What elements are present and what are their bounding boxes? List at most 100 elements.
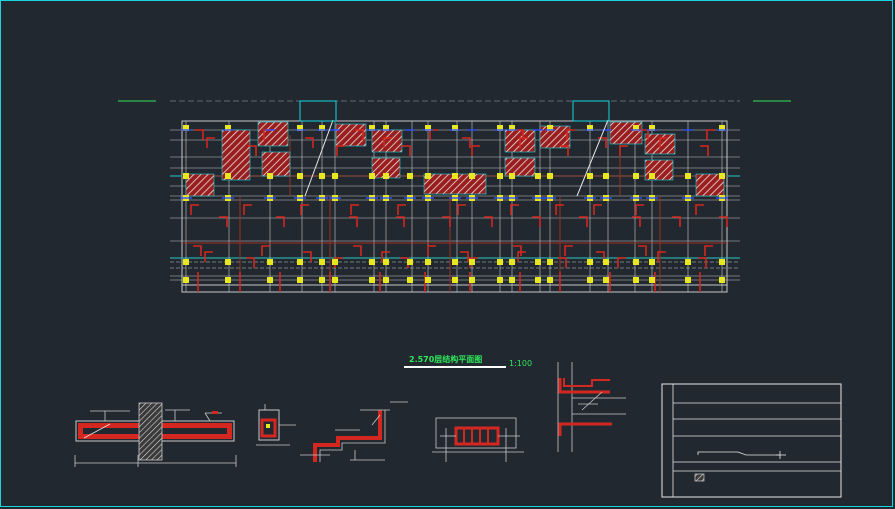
column [497, 259, 503, 265]
column [369, 277, 375, 283]
rebar-bracket [204, 251, 213, 262]
column [425, 173, 431, 179]
column [425, 277, 431, 283]
rebar-bracket [442, 216, 451, 227]
rebar-bracket [243, 204, 252, 215]
column [383, 259, 389, 265]
rebar-bracket [593, 204, 602, 215]
column [383, 125, 389, 131]
hatched-slab [371, 129, 403, 153]
column [547, 277, 553, 283]
column [225, 259, 231, 265]
rebar-bracket [579, 216, 588, 227]
column [719, 277, 725, 283]
rebar-bracket [619, 145, 628, 156]
column [633, 125, 639, 131]
column [509, 277, 515, 283]
hatched-slab [257, 121, 289, 147]
rebar-bracket [355, 129, 364, 140]
rebar-bracket [460, 251, 469, 262]
column [183, 277, 189, 283]
legend-rebar-symbol [697, 451, 780, 456]
rebar-bracket [397, 204, 406, 215]
hatched-slab [539, 125, 571, 149]
rebar-bracket [515, 129, 524, 140]
rebar-brackets [190, 129, 728, 292]
rebar-bracket [659, 137, 668, 148]
rebar-bracket [532, 216, 541, 227]
column [297, 259, 303, 265]
hatched-slab-areas [185, 121, 725, 197]
hatched-slab [335, 123, 367, 147]
column [535, 173, 541, 179]
column [497, 277, 503, 283]
column [319, 173, 325, 179]
column [547, 259, 553, 265]
rebar-bracket [305, 137, 314, 148]
rebar-bracket [349, 216, 358, 227]
column [535, 277, 541, 283]
column [383, 277, 389, 283]
column [332, 277, 338, 283]
column [319, 277, 325, 283]
rebar-bracket [246, 257, 255, 268]
column [649, 125, 655, 131]
column [407, 277, 413, 283]
column [633, 173, 639, 179]
rebar-bracket [353, 245, 362, 256]
detail-beam-section [432, 417, 524, 462]
rebar-bracket [350, 204, 359, 215]
column [425, 259, 431, 265]
column [685, 277, 691, 283]
rebar-bracket [457, 204, 466, 215]
wall-hatch [138, 402, 163, 461]
legend-hatch-swatch [694, 473, 705, 482]
rebar-bracket [303, 251, 312, 262]
rebar-bracket [300, 204, 309, 215]
rebar-bracket [617, 257, 626, 268]
column [509, 173, 515, 179]
column [383, 173, 389, 179]
column [225, 277, 231, 283]
column [297, 173, 303, 179]
column [469, 173, 475, 179]
column [509, 259, 515, 265]
column [183, 173, 189, 179]
rebar-bracket [427, 245, 436, 256]
rebar-bracket [513, 245, 522, 256]
column [267, 259, 273, 265]
column [603, 173, 609, 179]
column [332, 173, 338, 179]
column [425, 125, 431, 131]
rebar-bracket [519, 137, 528, 148]
column [649, 173, 655, 179]
rebar-bracket [638, 245, 647, 256]
column [452, 125, 458, 131]
rebar-bracket [462, 137, 471, 148]
rebar-bracket [672, 216, 681, 227]
detail-joint [557, 362, 626, 452]
blue-dimension-ticks [180, 129, 728, 199]
rebar-bracket [564, 245, 573, 256]
vertical-beam-lines [185, 121, 723, 292]
rebar-bracket [276, 216, 285, 227]
column [469, 277, 475, 283]
column [719, 125, 725, 131]
column [297, 277, 303, 283]
rebar-bracket [632, 216, 641, 227]
column [369, 173, 375, 179]
rebar-bracket [558, 257, 567, 268]
rebar-bracket [706, 129, 715, 140]
plan-scale: 1:100 [509, 359, 532, 368]
column [497, 173, 503, 179]
column [225, 173, 231, 179]
column [587, 125, 593, 131]
hatched-slab [504, 157, 536, 177]
rebar-bracket [510, 204, 519, 215]
column [297, 125, 303, 131]
column [452, 173, 458, 179]
column [649, 277, 655, 283]
column [603, 259, 609, 265]
